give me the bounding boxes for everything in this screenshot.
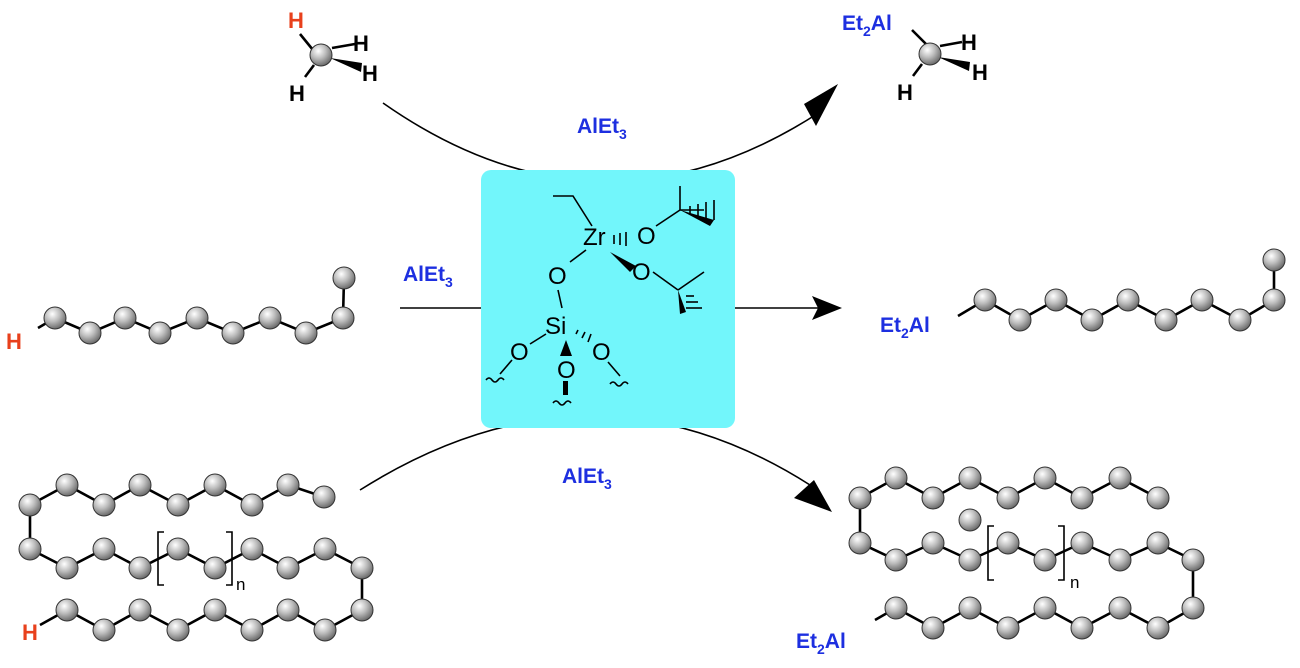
methane-h-red: H bbox=[288, 8, 304, 33]
catalyst-zr: Zr bbox=[583, 224, 606, 251]
linear-alkyl-aluminum-product: Et2Al bbox=[880, 248, 1286, 341]
polymer-product-repeat-n: n bbox=[1070, 573, 1079, 592]
catalyst-o-left: O bbox=[510, 339, 529, 366]
catalyst-o-right: O bbox=[632, 259, 651, 286]
polymer-alkyl-aluminum-product: n Et2Al bbox=[796, 466, 1205, 657]
linear-alkane-h: H bbox=[6, 329, 22, 354]
methyl-product-h3: H bbox=[897, 80, 913, 105]
methyl-product-h2: H bbox=[972, 60, 988, 85]
catalyst-box bbox=[481, 170, 735, 428]
catalyst-o-right2: O bbox=[592, 339, 611, 366]
methane-h1: H bbox=[353, 31, 369, 56]
methyl-product-h1: H bbox=[961, 30, 977, 55]
linear-alkane-chain: H bbox=[6, 266, 356, 354]
methane-h3: H bbox=[289, 81, 305, 106]
polymer-product-et2al: Et2Al bbox=[796, 630, 846, 657]
reagent-label-middle: AlEt3 bbox=[403, 263, 453, 290]
polymer-h: H bbox=[22, 620, 38, 645]
top-arrowhead bbox=[804, 84, 838, 126]
methyl-aluminum-product: Et2Al H H H bbox=[842, 12, 988, 105]
catalyst-o-top: O bbox=[637, 223, 656, 250]
reagent-label-top: AlEt3 bbox=[577, 115, 627, 142]
methane-h2: H bbox=[362, 61, 378, 86]
methyl-product-et2al: Et2Al bbox=[842, 12, 892, 39]
methane-molecule: H H H H bbox=[288, 8, 378, 106]
catalyst-o-center: O bbox=[557, 357, 576, 384]
bottom-arrowhead bbox=[794, 480, 832, 512]
linear-product-et2al: Et2Al bbox=[880, 314, 930, 341]
middle-arrowhead bbox=[812, 296, 842, 320]
polyethylene-chain: n H bbox=[18, 473, 374, 645]
polymer-repeat-n: n bbox=[236, 575, 245, 594]
reagent-label-bottom: AlEt3 bbox=[562, 465, 612, 492]
catalyst-si: Si bbox=[545, 313, 566, 340]
catalyst-o-link: O bbox=[548, 263, 567, 290]
zirconium-catalyst-structure: Zr O O O Si bbox=[485, 186, 715, 406]
